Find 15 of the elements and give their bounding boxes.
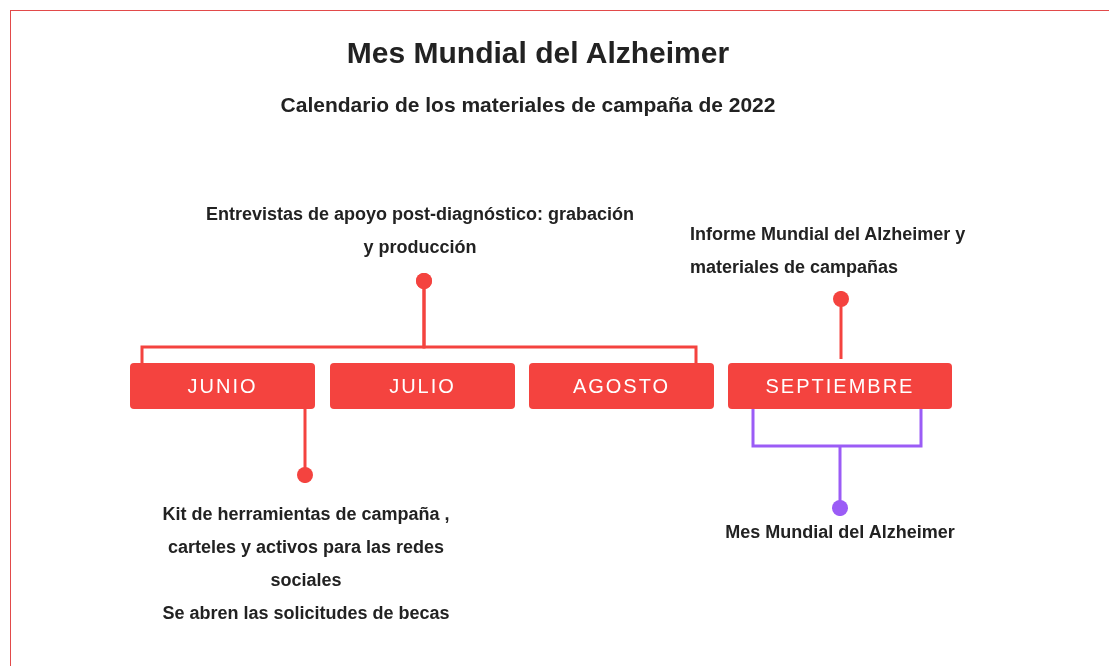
event-text: Se abren las solicitudes de becas: [161, 602, 451, 625]
month-box: AGOSTO: [529, 363, 714, 409]
title: Mes Mundial del Alzheimer: [345, 36, 731, 70]
connector-line: [751, 407, 923, 518]
event-text: Mes Mundial del Alzheimer: [724, 521, 956, 544]
event-text: Kit de herramientas de campaña , carteles y activos para las redes sociales: [161, 503, 451, 592]
event-text: Informe Mundial del Alzheimer y materiales de campañas: [690, 223, 967, 279]
month-box: SEPTIEMBRE: [728, 363, 952, 409]
event-text: Entrevistas de apoyo post-diagnóstico: grabación y producción: [205, 203, 635, 259]
subtitle: Calendario de los materiales de campaña de 2022: [279, 92, 777, 118]
connector-line: [297, 409, 313, 483]
connector-line: [416, 273, 698, 363]
month-box: JUNIO: [130, 363, 315, 409]
connector-line: [833, 291, 849, 359]
month-box: JULIO: [330, 363, 515, 409]
